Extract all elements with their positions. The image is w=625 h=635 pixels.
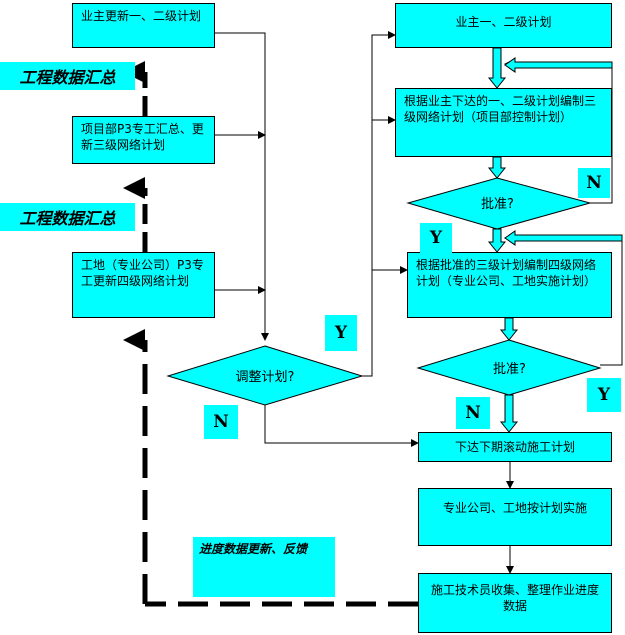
y-label-approve1: Y [420,223,452,253]
data-summary-label-mid: 工程数据汇总 [0,203,135,231]
approve-2-decision [416,339,602,396]
collect-box: 施工技术员收集、整理作业进度数据 [418,573,612,633]
level4-plan-box: 根据批准的三级计划编制四级网络计划（专业公司、工地实施计划） [407,252,612,318]
y-label-adjust: Y [325,315,357,351]
n-label-approve1: N [578,168,610,198]
approve-2-text: 批准? [493,362,526,377]
approve-1-decision [406,177,592,230]
next-period-box: 下达下期滚动施工计划 [418,432,612,462]
implement-box: 专业公司、工地按计划实施 [418,488,612,546]
approve-1-text: 批准? [481,197,514,212]
feedback-label: 进度数据更新、反馈 [193,537,335,597]
level3-plan-box: 根据业主下达的一、二级计划编制三级网络计划（项目部控制计划） [395,88,612,157]
feedback-arrows [123,61,418,607]
y-label-approve2: Y [587,378,621,412]
site-p3-box: 工地（专业公司）P3专工更新四级网络计划 [72,252,215,318]
n-label-approve2: N [456,397,490,429]
adjust-plan-decision [166,345,364,406]
pm-p3-box: 项目部P3专工汇总、更新三级网络计划 [72,116,215,164]
data-summary-label-top: 工程数据汇总 [0,62,135,90]
decision-diamonds [166,177,602,406]
owner-plan-box: 业主一、二级计划 [395,3,612,48]
main-flow-arrows [487,47,623,433]
owner-update-box: 业主更新一、二级计划 [72,3,215,48]
adjust-plan-text: 调整计划? [235,370,295,385]
n-label-adjust: N [204,405,238,439]
